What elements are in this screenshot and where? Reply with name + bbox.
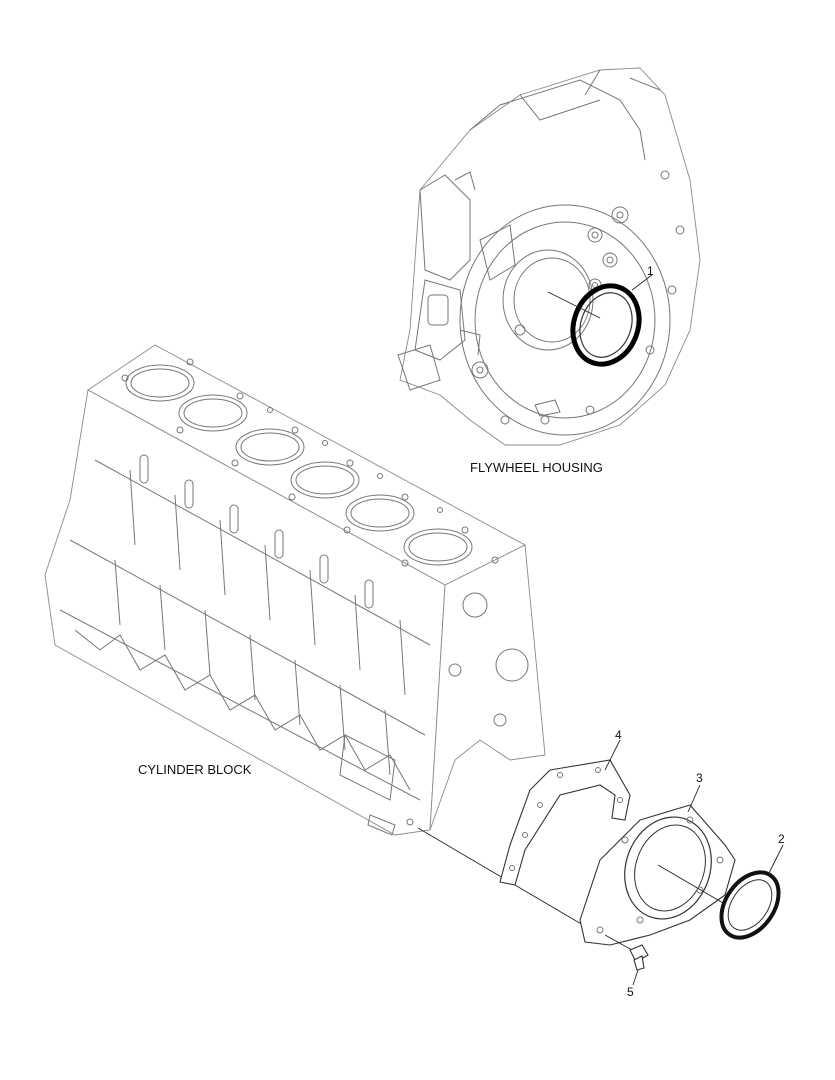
part-2-seal [719,870,781,940]
seal-center-line [547,291,601,319]
callout-2-leader [767,844,784,876]
callout-3-leader [687,784,701,813]
cylinder-block [44,344,546,836]
callout-3: 3 [696,771,703,785]
part-1-rear-seal [570,283,642,367]
flywheel-housing [397,67,701,446]
callout-4-leader [604,739,621,771]
part-4-gasket [499,759,631,886]
callout-1: 1 [647,264,654,278]
callout-5: 5 [627,985,634,999]
part-3-seal-retainer [579,804,736,946]
callout-5-leader [632,969,639,986]
callout-1-leader [631,274,653,291]
part-5-bolt [604,934,649,971]
cylinder-block-label: CYLINDER BLOCK [138,762,252,777]
callout-2: 2 [778,832,785,846]
callout-4: 4 [615,728,622,742]
flywheel-housing-label: FLYWHEEL HOUSING [470,460,603,475]
